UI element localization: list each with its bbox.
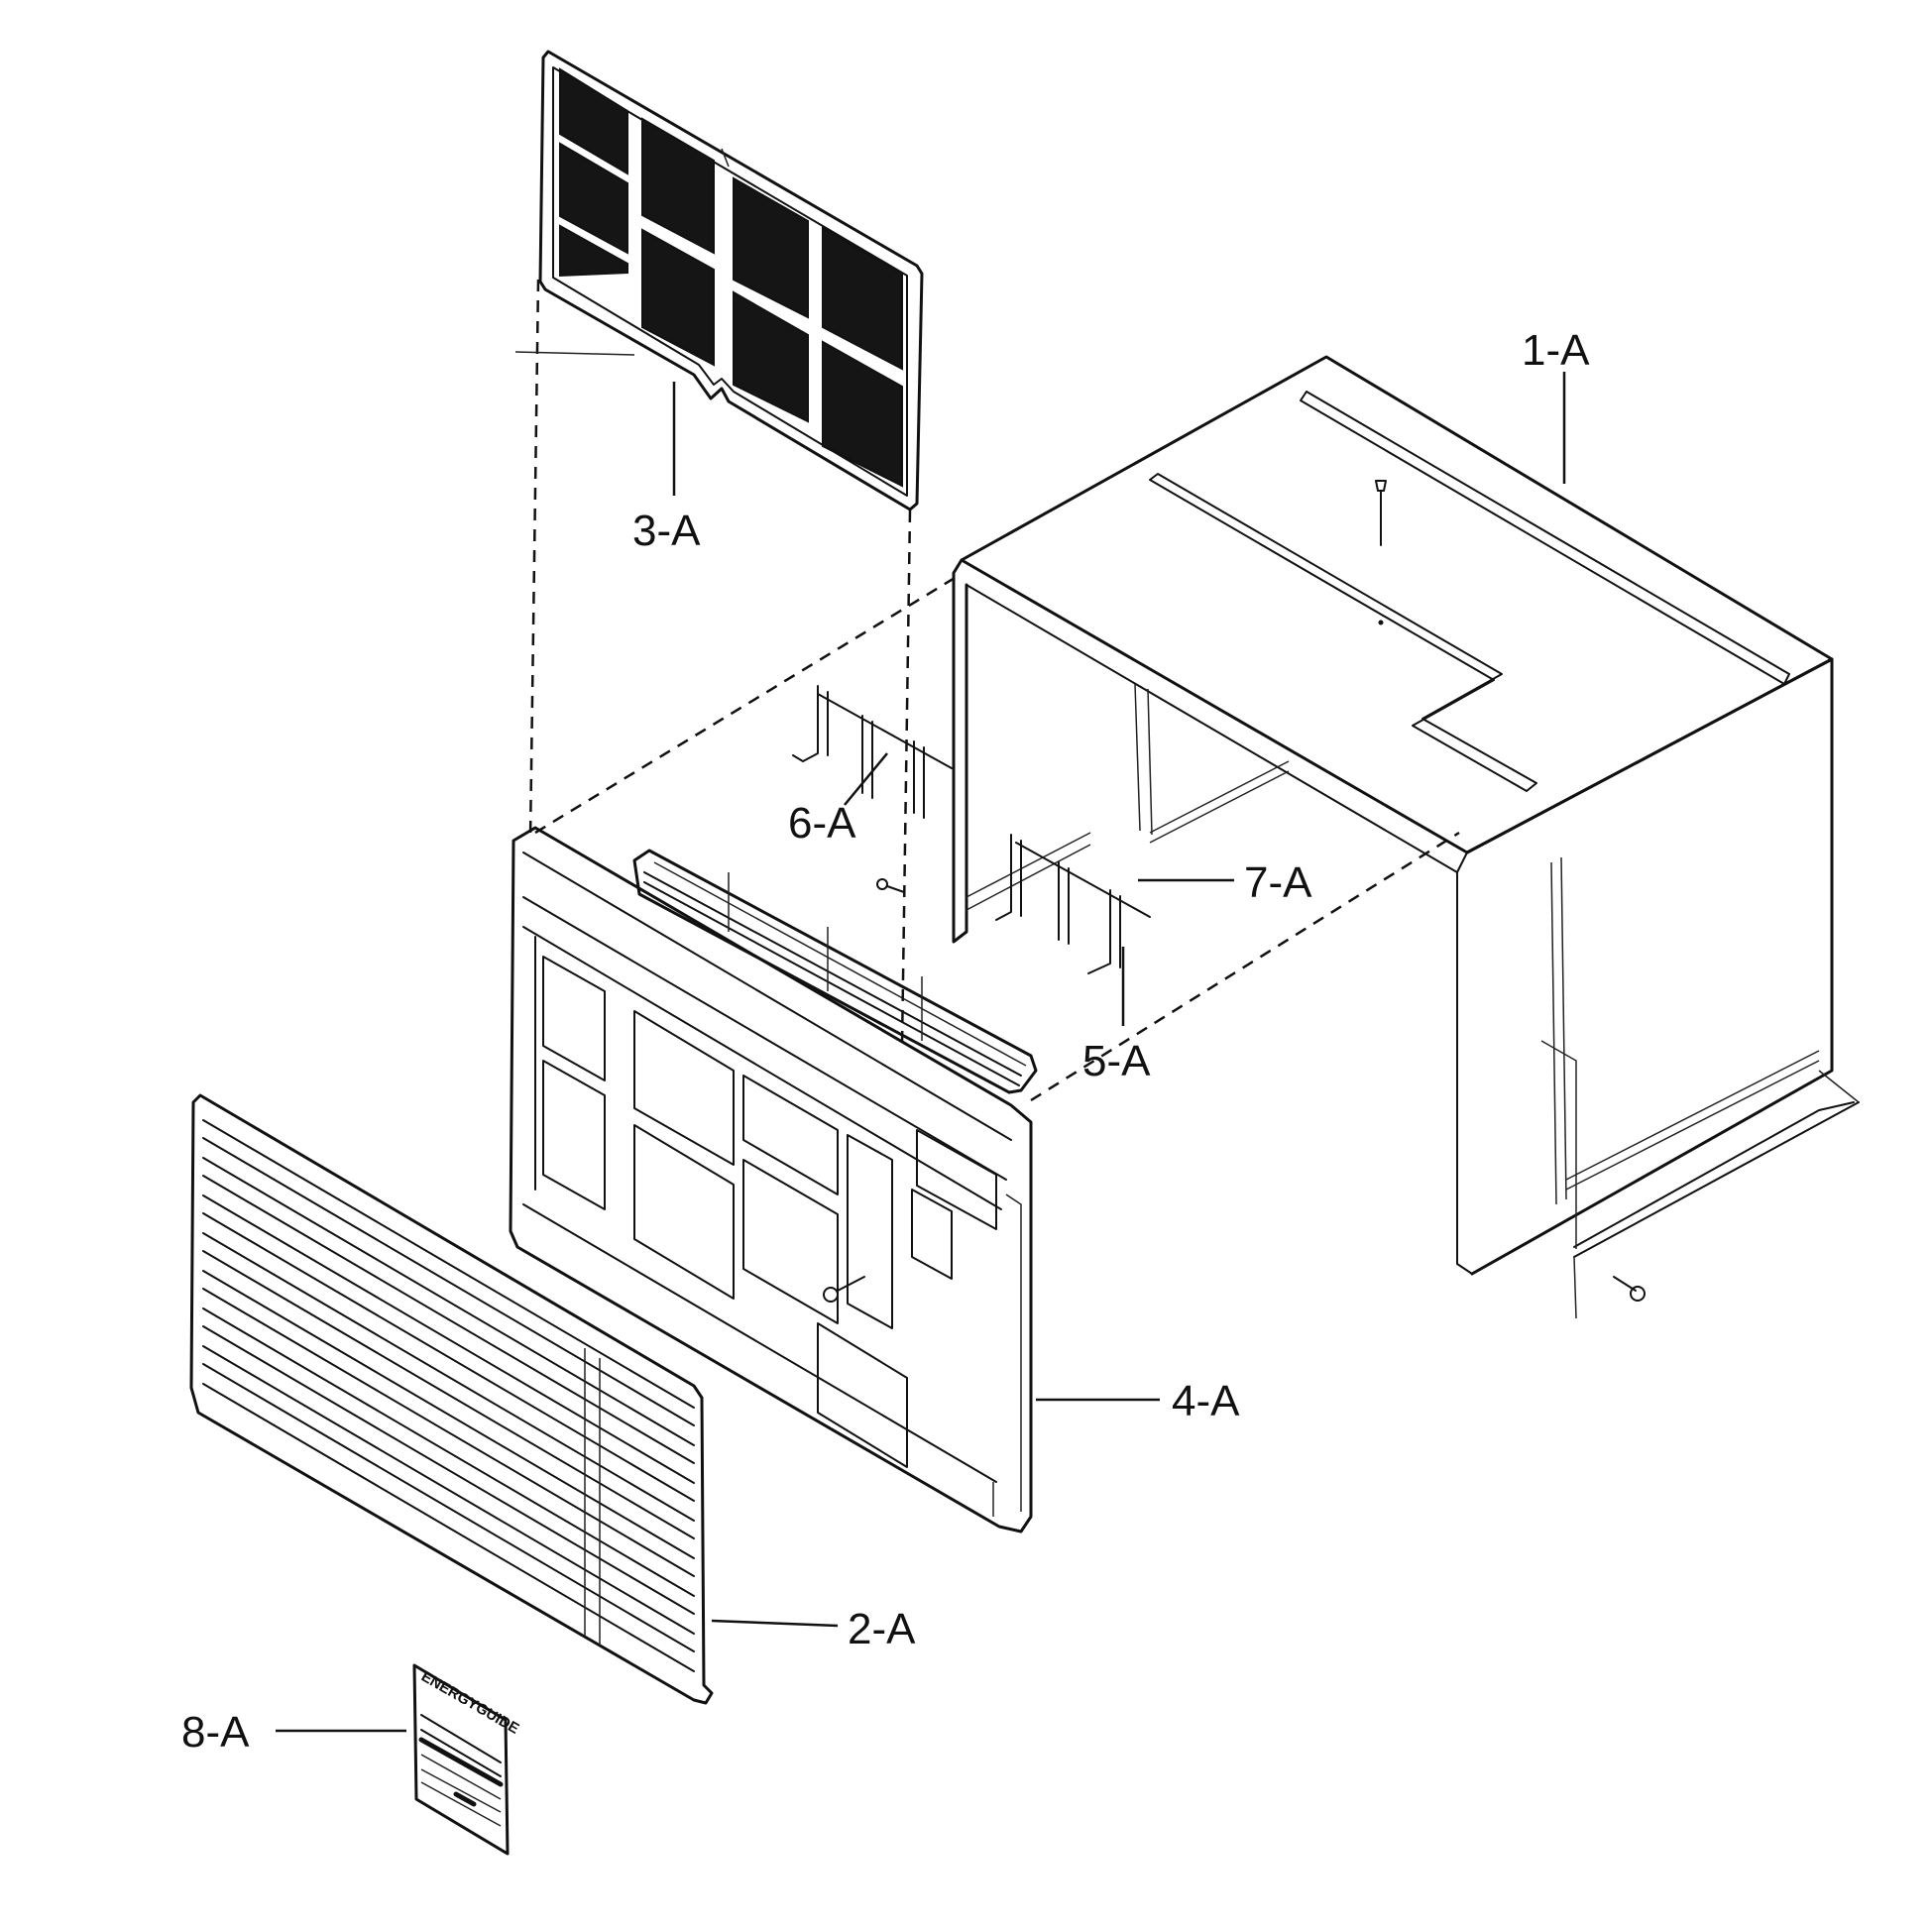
callout-3a: 3-A (632, 507, 701, 555)
cabinet-1a (952, 355, 1860, 1319)
callout-6a: 6-A (788, 799, 856, 848)
side-screw-icon (1613, 1276, 1646, 1302)
bracket-screw-icon (876, 878, 905, 893)
assembly-lines (514, 279, 1460, 1102)
air-filter-3a (538, 50, 924, 511)
discharge-louver (632, 849, 1038, 1094)
energy-guide-label: ENERGYGUIDE (418, 1668, 522, 1738)
callout-labels: 1-A 3-A 6-A 7-A 5-A 4-A 2-A 8-A (181, 326, 1590, 1757)
top-screw-icon (1375, 480, 1387, 625)
callout-2a: 2-A (848, 1605, 916, 1653)
callout-7a: 7-A (1244, 858, 1312, 907)
panel-screw-icon (823, 1276, 865, 1303)
callout-4a: 4-A (1172, 1377, 1240, 1425)
front-panel-4a (509, 826, 1033, 1533)
energy-guide-8a: ENERGYGUIDE (412, 1663, 522, 1856)
callout-8a: 8-A (181, 1708, 250, 1757)
callout-1a: 1-A (1522, 326, 1590, 375)
bracket-6a-group (792, 685, 953, 893)
bracket-5a-7a-group (995, 834, 1151, 974)
leader-lines (276, 372, 1566, 1733)
callout-5a: 5-A (1082, 1037, 1151, 1085)
front-grille-2a (189, 1093, 714, 1705)
